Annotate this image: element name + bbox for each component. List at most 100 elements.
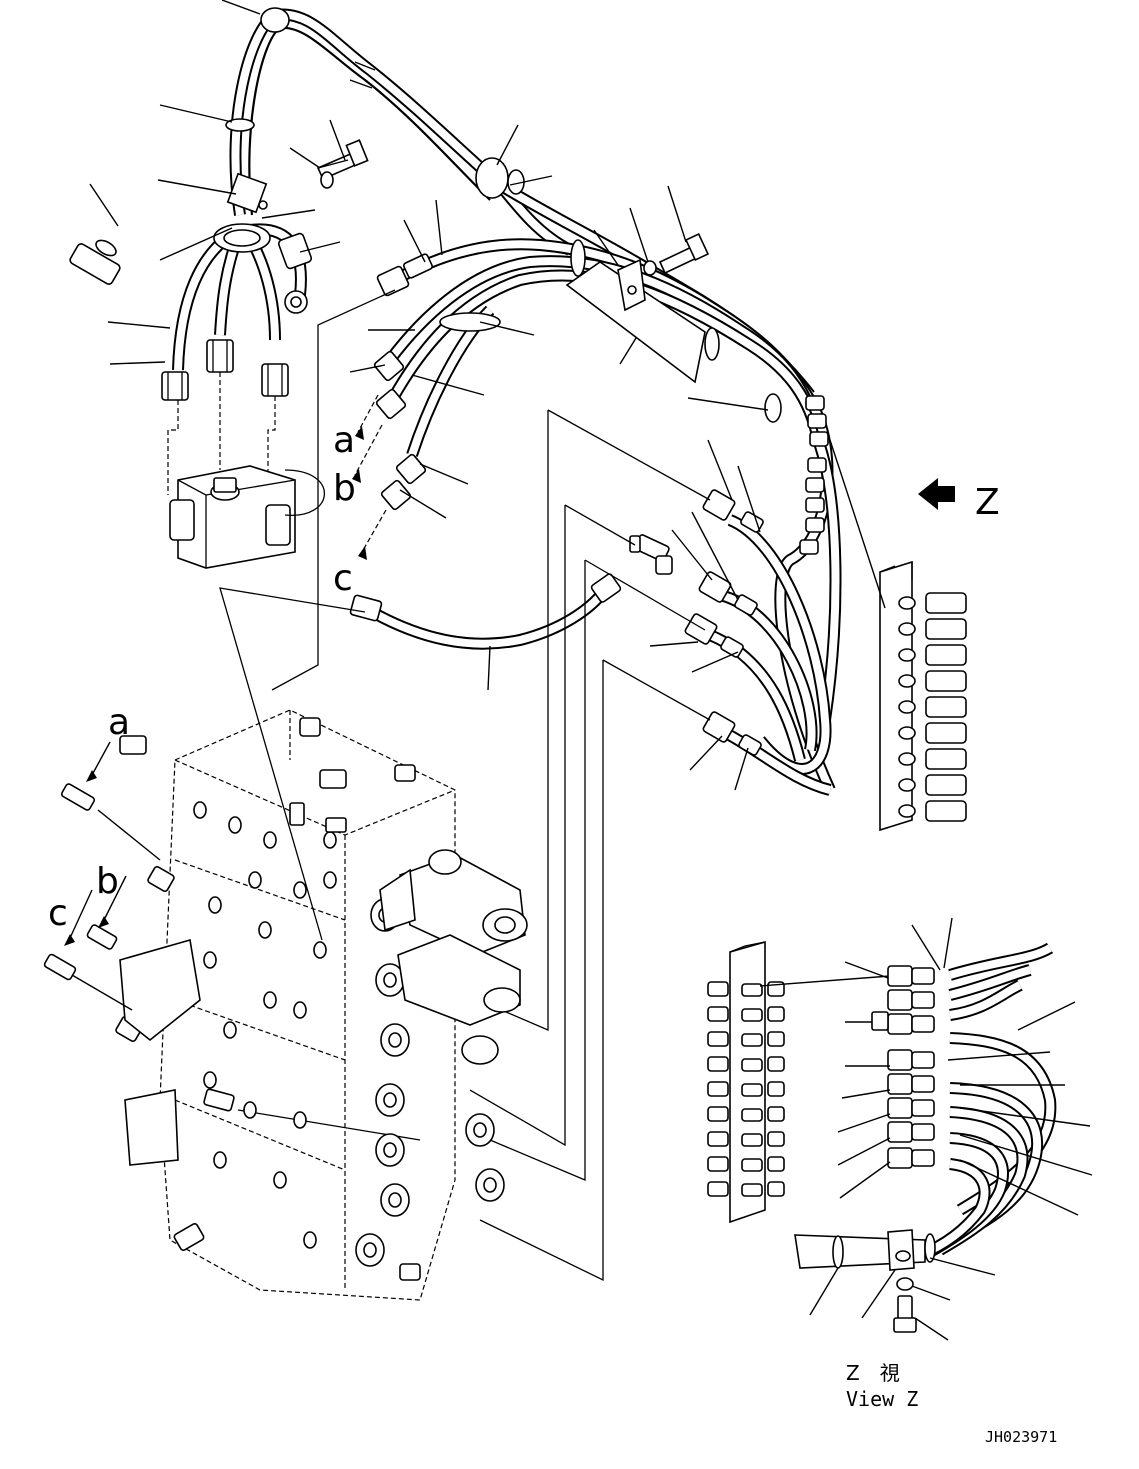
valve-hole <box>313 941 327 959</box>
port-mid <box>741 1158 763 1172</box>
manifold-nipple <box>898 804 916 818</box>
valve-hole <box>213 1151 227 1169</box>
callout-b-lower: b <box>96 861 119 902</box>
manifold-port <box>925 696 967 718</box>
manifold-port <box>925 774 967 796</box>
left-branch-hoses <box>69 139 369 401</box>
port-left <box>707 1156 729 1172</box>
hose-ferrule <box>911 967 935 985</box>
valve-hole <box>263 991 277 1009</box>
manifold-nipple <box>898 648 916 662</box>
port-right <box>767 1131 785 1147</box>
port-right <box>767 1106 785 1122</box>
view-z-detail <box>707 917 1093 1341</box>
valve-hole <box>273 1171 287 1189</box>
valve-hole <box>293 1111 307 1129</box>
spool-cap-center <box>363 1242 377 1258</box>
spool-cap-center <box>388 1032 402 1048</box>
callout-a-lower: a <box>108 702 130 743</box>
leader-lines-upper <box>89 0 886 791</box>
port-mid <box>741 1008 763 1022</box>
port-mid <box>741 1033 763 1047</box>
valve-hole <box>293 1001 307 1019</box>
short-hose-c <box>349 534 673 650</box>
manifold-nipple <box>898 596 916 610</box>
hose-ferrule <box>911 991 935 1009</box>
view-z-letter: Z <box>975 482 1000 523</box>
hose-nut <box>887 1097 913 1119</box>
spool-cap-center <box>473 1122 487 1138</box>
callout-a-leader <box>91 741 111 776</box>
hose-nut <box>887 989 913 1011</box>
port-left <box>707 1131 729 1147</box>
spool-cap-center <box>483 1177 497 1193</box>
spool-cap-center <box>388 1192 402 1208</box>
port-mid <box>741 1108 763 1122</box>
manifold-nipple <box>898 726 916 740</box>
middle-hose-bundle <box>352 233 824 560</box>
valve-hole <box>323 871 337 889</box>
callout-a-arrow <box>86 770 97 782</box>
hose-ferrule <box>911 1149 935 1167</box>
port-right <box>767 1081 785 1097</box>
callout-c-upper: c <box>333 558 353 599</box>
hose-ferrule <box>911 1051 935 1069</box>
port-right <box>767 1056 785 1072</box>
callout-c-lower: c <box>48 893 68 934</box>
callout-c-arrow <box>64 934 75 946</box>
spool-cap-center <box>383 1092 397 1108</box>
manifold-nipple <box>898 778 916 792</box>
view-z-caption-jp: Z 視 <box>846 1361 900 1385</box>
valve-hole <box>293 881 307 899</box>
manifold-nipple <box>898 674 916 688</box>
manifold-port <box>925 618 967 640</box>
port-left <box>707 981 729 997</box>
port-left <box>707 1106 729 1122</box>
port-left <box>707 1181 729 1197</box>
manifold-nipple <box>898 622 916 636</box>
port-mid <box>741 1183 763 1197</box>
hose-ferrule <box>911 1075 935 1093</box>
valve-hole <box>223 1021 237 1039</box>
connection-guide-lines <box>219 289 711 1282</box>
right-fan-hoses <box>684 395 842 796</box>
port-mid <box>741 1133 763 1147</box>
manifold-port <box>925 800 967 822</box>
spool-cap-center <box>383 1142 397 1158</box>
valve-hole <box>203 951 217 969</box>
hose-nut <box>887 1121 913 1143</box>
valve-hole <box>208 896 222 914</box>
port-left <box>707 1056 729 1072</box>
manifold-nipple <box>898 752 916 766</box>
valve-hole <box>303 1231 317 1249</box>
port-mid <box>741 1058 763 1072</box>
valve-hole <box>323 831 337 849</box>
view-z-arrow <box>918 478 955 510</box>
manifold-port <box>925 670 967 692</box>
valve-hole <box>193 801 207 819</box>
port-right <box>767 1156 785 1172</box>
port-left <box>707 1081 729 1097</box>
callout-fittings <box>43 783 161 1011</box>
valve-hole <box>243 1101 257 1119</box>
port-left <box>707 1031 729 1047</box>
hose-ferrule <box>911 1123 935 1141</box>
manifold-port <box>925 722 967 744</box>
port-right <box>767 1031 785 1047</box>
manifold-right <box>879 560 967 832</box>
port-right <box>767 1006 785 1022</box>
valve-hole <box>203 1071 217 1089</box>
small-valve-block <box>167 372 325 569</box>
callout-c-leader <box>69 889 93 939</box>
callout-b-upper: b <box>333 468 356 509</box>
view-z-caption-en: View Z <box>846 1387 918 1411</box>
hose-nut <box>887 1049 913 1071</box>
callout-a-upper: a <box>333 420 355 461</box>
main-control-valve <box>115 709 528 1301</box>
valve-hole <box>248 871 262 889</box>
hose-nut <box>887 1073 913 1095</box>
hose-ferrule <box>911 1099 935 1117</box>
hose-nut <box>887 1147 913 1169</box>
port-right <box>767 1181 785 1197</box>
